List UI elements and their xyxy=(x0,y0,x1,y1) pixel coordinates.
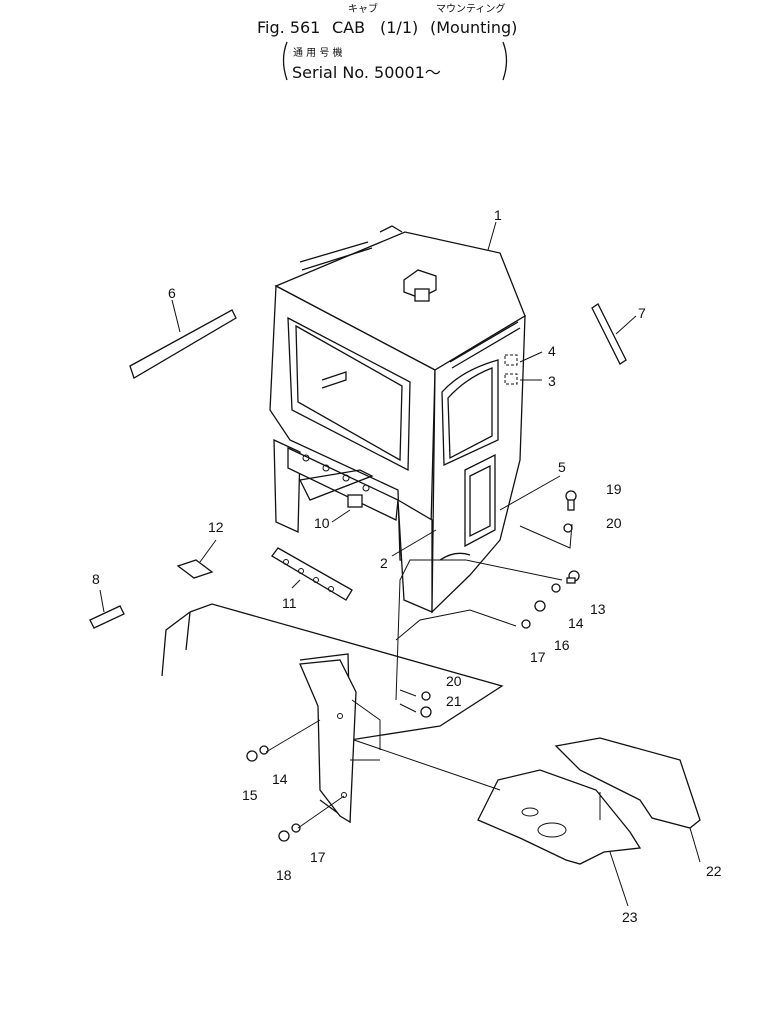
part-6-strip xyxy=(129,309,237,379)
page-subtitle: (Mounting) xyxy=(430,18,517,37)
close-paren xyxy=(502,41,508,81)
callout-17-upper: 17 xyxy=(530,649,546,665)
callout-21: 21 xyxy=(446,693,462,709)
callout-11: 11 xyxy=(282,595,297,611)
page-title: CAB xyxy=(332,18,365,37)
callout-15: 15 xyxy=(242,787,258,803)
part-8-pin xyxy=(89,605,125,629)
leader-lines xyxy=(99,221,701,907)
callout-20-upper: 20 xyxy=(606,515,622,531)
serial-range: Serial No. 50001～ xyxy=(292,63,441,82)
mount-frame xyxy=(161,603,504,824)
callout-14-upper: 14 xyxy=(568,615,584,631)
callout-14-lower: 14 xyxy=(272,771,288,787)
callout-16: 16 xyxy=(554,637,570,653)
cab-body xyxy=(269,225,526,614)
callout-5: 5 xyxy=(558,459,566,475)
sheet-number: (1/1) xyxy=(380,18,418,37)
callout-8: 8 xyxy=(92,571,100,587)
callout-22: 22 xyxy=(706,863,722,879)
callout-19: 19 xyxy=(606,481,622,497)
callout-18: 18 xyxy=(276,867,292,883)
callout-20-lower: 20 xyxy=(446,673,462,689)
callout-2: 2 xyxy=(380,555,388,571)
callout-3: 3 xyxy=(548,373,556,389)
part-23-mat xyxy=(477,769,642,865)
callout-1: 1 xyxy=(494,207,502,223)
header: キャブ マウンティング Fig. 561 CAB (1/1) (Mounting… xyxy=(257,2,517,82)
callout-13: 13 xyxy=(590,601,606,617)
part-11-bracket xyxy=(271,547,353,601)
kana-cab: キャブ xyxy=(348,2,378,15)
callout-23: 23 xyxy=(622,909,638,925)
part-22-mat xyxy=(554,737,701,829)
part-12-plate xyxy=(176,559,214,579)
callout-4: 4 xyxy=(548,343,556,359)
callout-12: 12 xyxy=(208,519,224,535)
callout-10: 10 xyxy=(314,515,330,531)
serial-jp-label: 通 用 号 機 xyxy=(293,46,343,59)
kana-mounting: マウンティング xyxy=(436,2,505,15)
callout-7: 7 xyxy=(638,305,646,321)
callouts: 1 2 3 4 5 6 7 8 10 11 12 13 14 14 15 16 … xyxy=(92,207,722,925)
callout-17-lower: 17 xyxy=(310,849,326,865)
open-paren xyxy=(282,41,288,81)
callout-6: 6 xyxy=(168,285,176,301)
fig-number: Fig. 561 xyxy=(257,18,320,37)
part-7-strip xyxy=(591,303,627,365)
fasteners xyxy=(246,490,580,842)
